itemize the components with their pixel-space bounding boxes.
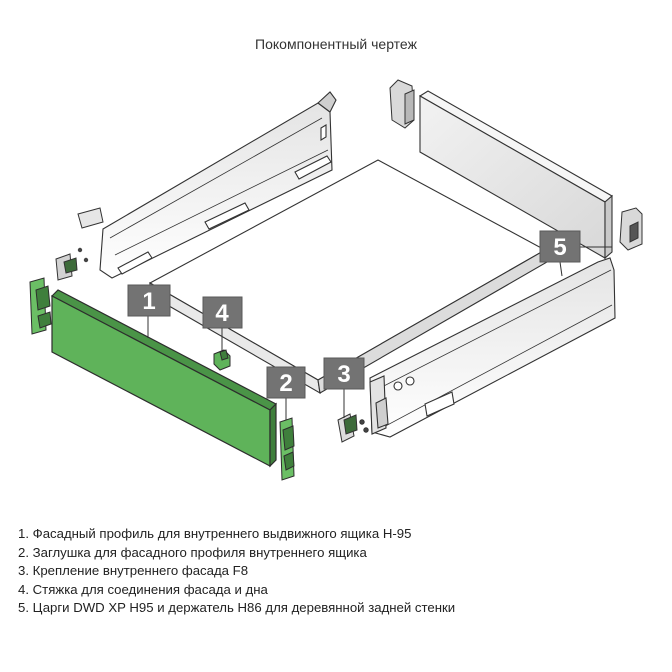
leader-lines [147,246,612,420]
bottom-panel [148,159,548,395]
callout-4-label: 4 [215,300,229,327]
parts-legend: 1. Фасадный профиль для внутреннего выдв… [18,525,455,618]
left-side-panel [99,91,337,279]
rear-wall-holder-left [389,79,415,129]
callout-1: 1 [127,284,171,317]
legend-item: 3. Крепление внутреннего фасада F8 [18,563,249,578]
rear-wall-holder-right [619,207,643,251]
left-fastener-pins [77,247,89,263]
diagram-title: Покомпонентный чертеж [255,36,417,52]
legend-item: 2. Заглушка для фасадного профиля внутре… [18,544,367,560]
legend-item: 1. Фасадный профиль для внутреннего выдв… [18,526,412,541]
front-profile-h95 [50,289,278,468]
end-cap-item-2 [279,417,295,481]
callout-3-label: 3 [337,361,350,388]
connector-item-4 [213,349,231,371]
rear-wall-panel [418,90,613,260]
legend-item: 5. Царги DWD XP H95 и держатель H86 для … [18,600,456,615]
legend-item: 4. Стяжка для соединения фасада и дна [18,581,268,597]
left-end-cap [29,277,52,335]
callout-1-label: 1 [142,288,155,315]
left-rear-bracket [55,207,104,281]
right-side-panel [369,257,616,438]
callout-3: 3 [323,357,365,390]
front-fastener-f8 [337,413,369,443]
callout-5-label: 5 [553,234,566,261]
callout-2-label: 2 [279,370,292,397]
callout-5: 5 [539,230,581,263]
callout-4: 4 [202,296,243,329]
callout-2: 2 [266,366,306,399]
